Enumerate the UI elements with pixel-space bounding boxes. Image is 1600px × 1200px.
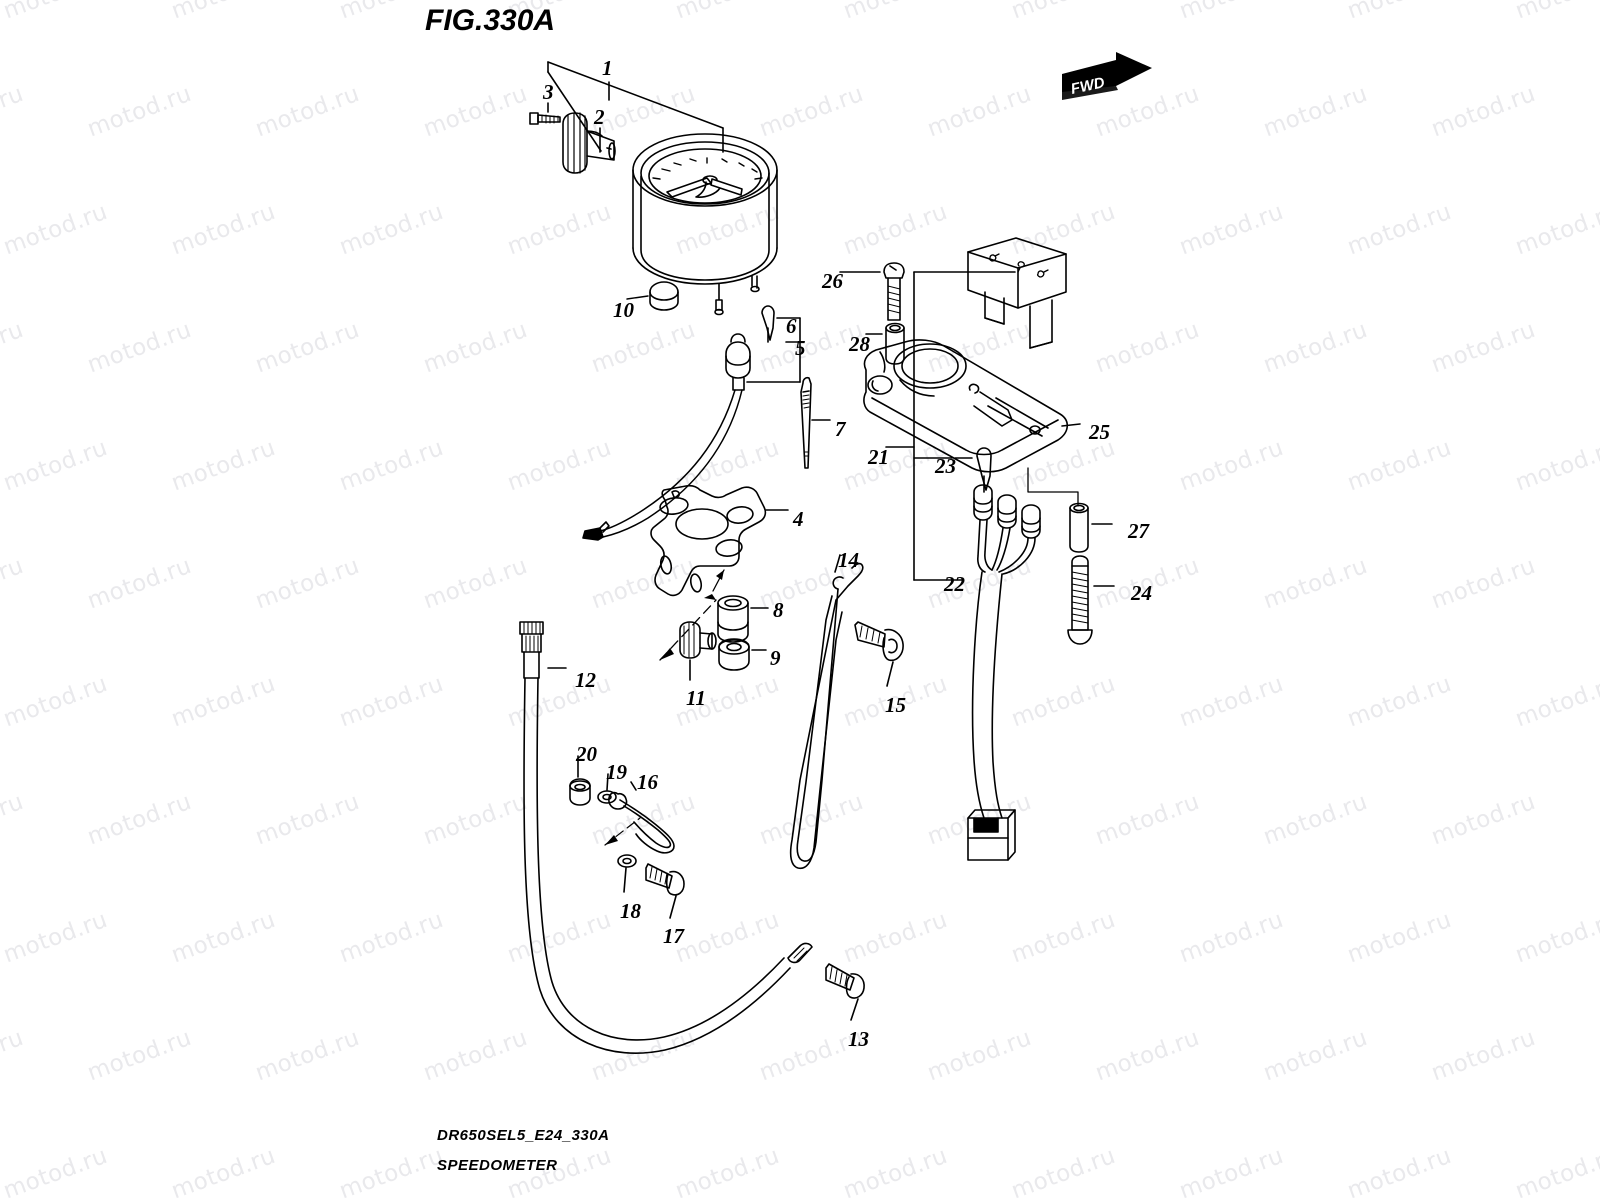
speedometer-gauge [632, 133, 778, 316]
leader-16 [630, 781, 637, 791]
screw-17 [645, 863, 685, 919]
indicator-bulb-23 [954, 447, 992, 493]
cap [626, 281, 679, 311]
caption-name: SPEEDOMETER [437, 1157, 558, 1174]
callout-19: 19 [606, 760, 627, 784]
callout-21: 21 [868, 445, 889, 469]
callout-2: 2 [594, 105, 605, 129]
callout-16: 16 [637, 770, 658, 794]
bolt-11 [679, 621, 717, 681]
leader-13 [850, 998, 859, 1021]
nut-20 [569, 755, 591, 806]
figure-title: FIG.330A [425, 4, 556, 37]
trip-meter-knob [562, 112, 616, 174]
panel-bolt [839, 262, 905, 321]
callout-27: 27 [1128, 519, 1149, 543]
long-bolt-24 [1067, 555, 1115, 645]
nut-9 [718, 638, 767, 671]
leader-25-27 [1027, 467, 1079, 507]
svg-text:FWD: FWD [1069, 74, 1106, 98]
fwd-arrow-icon: FWD [1062, 52, 1152, 100]
callout-1: 1 [602, 56, 613, 80]
callout-24: 24 [1131, 581, 1152, 605]
wire-harness [967, 484, 1041, 861]
leader-17 [669, 895, 677, 919]
speedometer-bracket [650, 484, 789, 661]
knob-screw [529, 112, 561, 125]
indicator-lamp-block [967, 237, 1067, 349]
callout-14: 14 [838, 548, 859, 572]
clamp-screw [854, 621, 904, 687]
callout-18: 18 [620, 899, 641, 923]
leader-19 [606, 773, 609, 791]
callout-20: 20 [576, 742, 597, 766]
callout-7: 7 [835, 417, 846, 441]
callout-8: 8 [773, 598, 784, 622]
leader-5 [746, 317, 801, 383]
washer-19 [597, 773, 617, 804]
cable-screw-13 [825, 963, 865, 1021]
callout-3: 3 [543, 80, 554, 104]
leader-25 [1061, 423, 1081, 427]
bulb-socket-assembly [582, 333, 751, 541]
callout-28: 28 [849, 332, 870, 356]
callout-13: 13 [848, 1027, 869, 1051]
indicator-bulb-6 [761, 305, 775, 343]
callout-22: 22 [944, 572, 965, 596]
callout-11: 11 [686, 686, 706, 710]
callout-15: 15 [885, 693, 906, 717]
washer-18 [617, 854, 637, 893]
callout-12: 12 [575, 668, 596, 692]
callout-4: 4 [793, 507, 804, 531]
leader-18 [623, 867, 627, 893]
leader-1 [547, 61, 724, 153]
callout-6: 6 [786, 314, 797, 338]
cable-holder [604, 781, 675, 854]
leader-15 [886, 661, 894, 687]
caption-code: DR650SEL5_E24_330A [437, 1127, 610, 1144]
callout-5: 5 [795, 336, 806, 360]
spacer-27 [1069, 502, 1113, 553]
callout-25: 25 [1089, 420, 1110, 444]
leader-14 [834, 554, 841, 573]
leader-21-group [885, 271, 1016, 581]
cushion-collar [717, 595, 769, 643]
callout-23: 23 [935, 454, 956, 478]
callout-17: 17 [663, 924, 684, 948]
indicator-panel-housing [863, 339, 1081, 473]
speedometer-cable [519, 621, 813, 1054]
callout-26: 26 [822, 269, 843, 293]
callout-10: 10 [613, 298, 634, 322]
leader-2 [547, 71, 602, 153]
cable-guide-clamp [789, 554, 864, 870]
band-clamp [800, 376, 831, 469]
callout-9: 9 [770, 646, 781, 670]
